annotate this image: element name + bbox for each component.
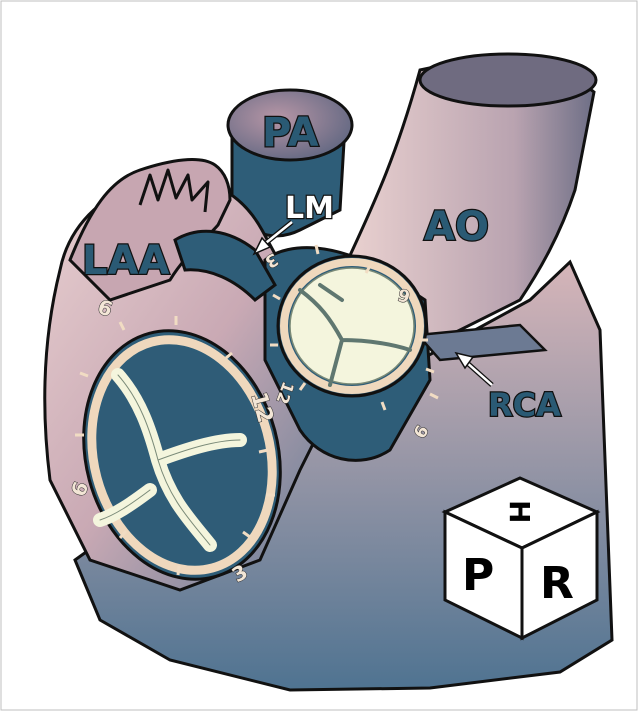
cube-label-side: R — [540, 558, 574, 609]
label-lm: LM — [285, 191, 334, 226]
cube-label-front: P — [462, 550, 494, 601]
label-laa: LAA — [82, 238, 169, 284]
label-ao: AO — [424, 204, 489, 250]
cube-label-top: H — [503, 500, 536, 523]
aorta-opening — [420, 54, 596, 106]
aortic-valve — [278, 256, 426, 396]
label-rca: RCA — [488, 386, 561, 424]
label-pa: PA — [262, 110, 319, 156]
